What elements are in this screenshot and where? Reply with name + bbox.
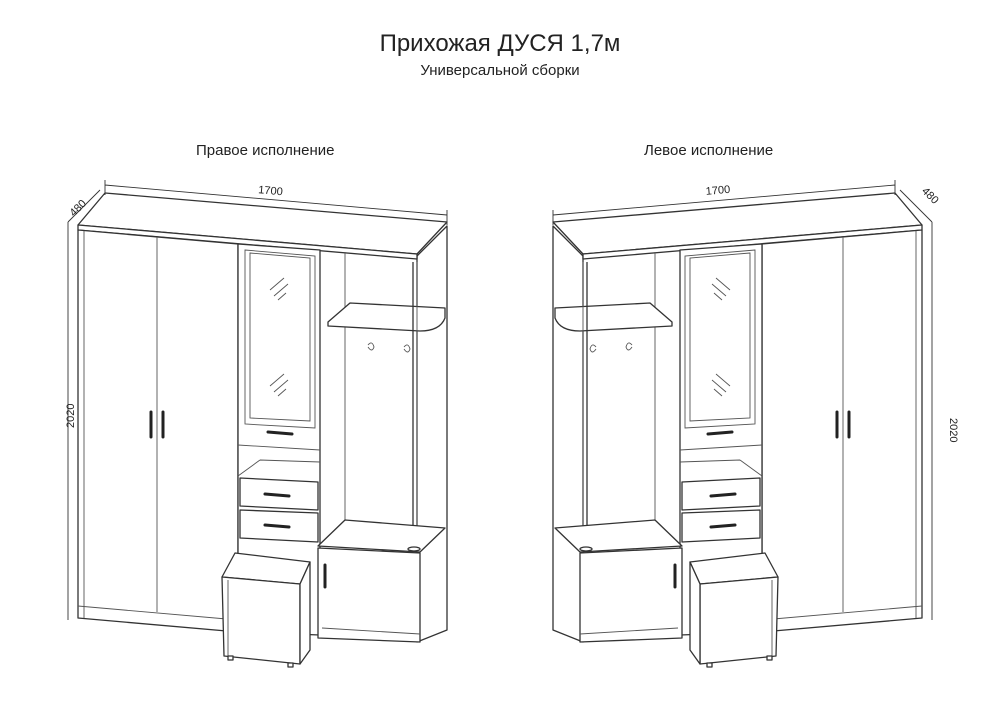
height-label: 2020 [65,404,77,428]
subtitle: Универсальной сборки [420,62,580,79]
width-dimension-line [552,180,896,225]
left-variant-label: Левое исполнение [644,142,774,159]
right-variant-drawing: 1700 480 2020 [65,180,449,669]
depth-dimension-line [67,189,101,223]
width-label: 1700 [705,184,730,198]
title: Прихожая ДУСЯ 1,7м [379,30,621,57]
height-label: 2020 [947,418,959,442]
depth-label: 480 [919,185,940,206]
right-variant-label: Правое исполнение [196,142,335,159]
width-label: 1700 [258,184,283,198]
width-dimension-line [104,180,448,225]
left-variant-drawing: 1700 480 2020 [551,180,959,669]
depth-dimension-line [899,189,933,223]
